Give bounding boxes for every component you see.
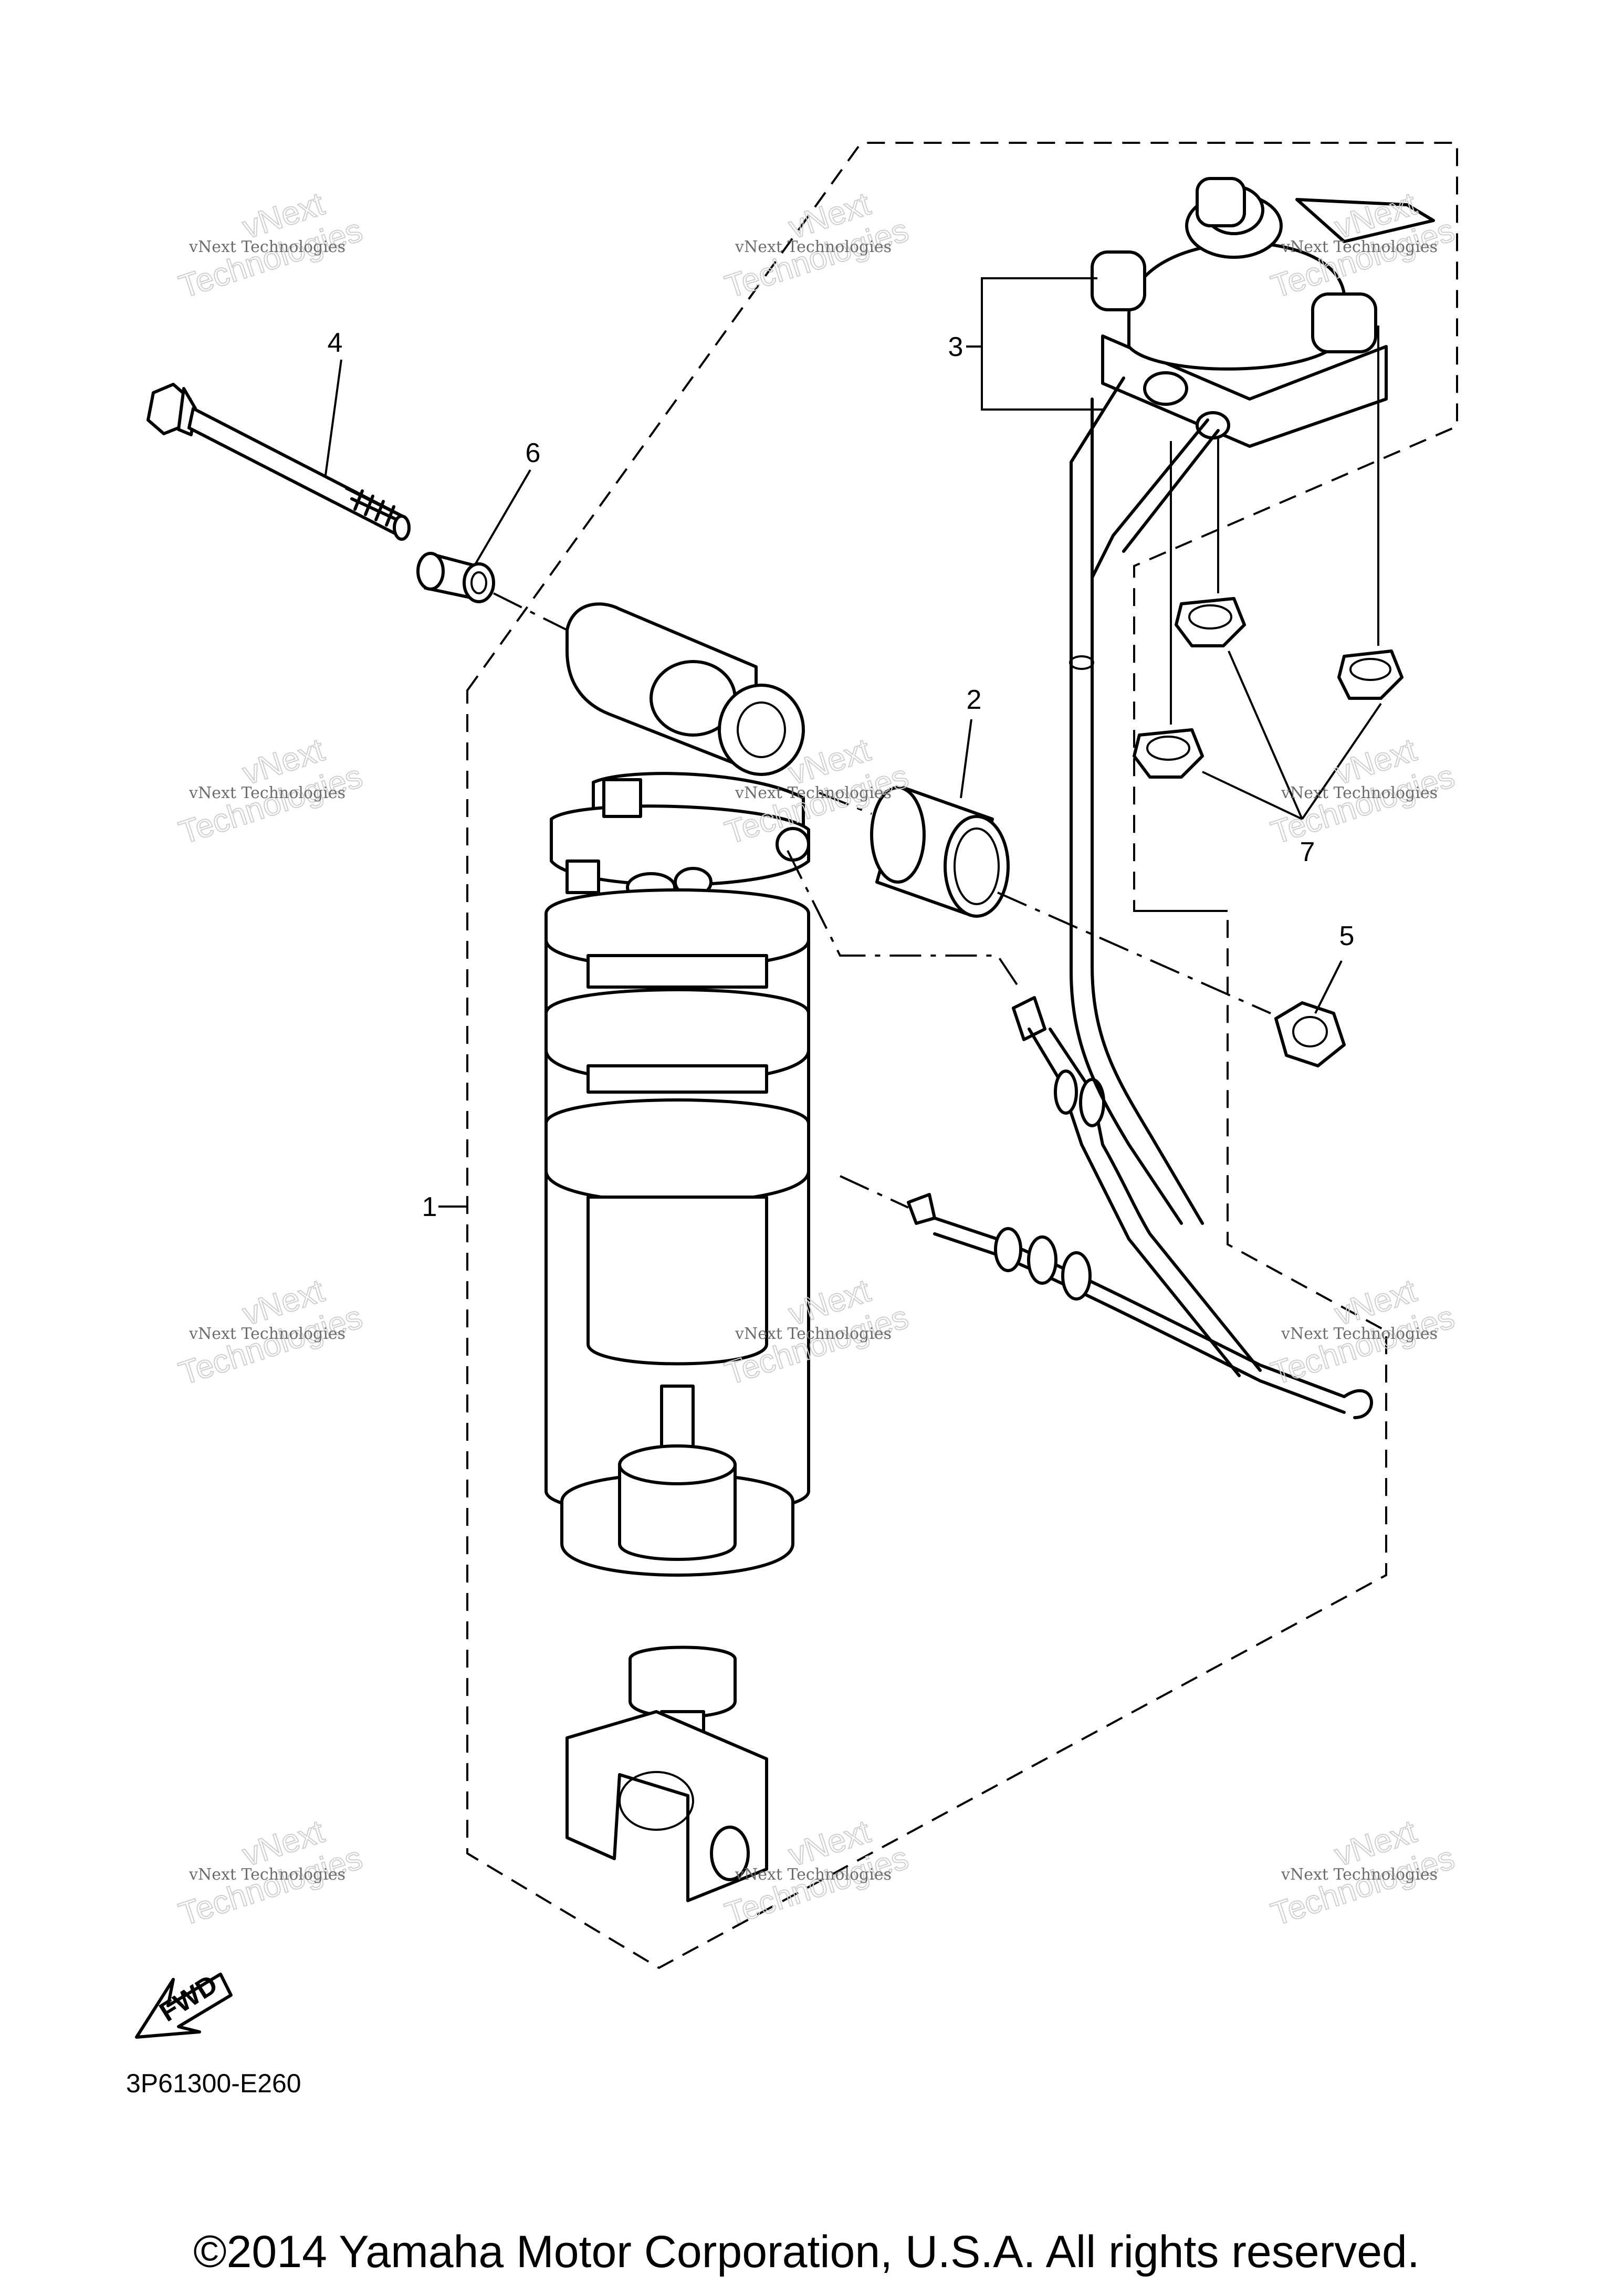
adjuster-cables (787, 660, 1373, 1419)
svg-text:vNext Technologies: vNext Technologies (735, 238, 892, 256)
svg-text:vNext Technologies: vNext Technologies (735, 1325, 892, 1343)
collar-part (416, 552, 495, 603)
svg-text:vNext Technologies: vNext Technologies (1281, 1865, 1438, 1884)
watermark: Technologies vNext vNext Technologies (1266, 185, 1460, 306)
shock-absorber-part (544, 602, 810, 1902)
grommet-2 (1337, 649, 1403, 700)
watermark: Technologies vNext vNext Technologies (174, 1272, 368, 1393)
leader-2 (960, 719, 972, 799)
svg-text:vNext Technologies: vNext Technologies (1281, 1325, 1438, 1343)
watermark: Technologies vNext vNext Technologies (174, 1813, 368, 1934)
callout-5: 5 (1339, 921, 1355, 951)
leader-collar-to-nut (819, 792, 1271, 1014)
watermark: Technologies vNext vNext Technologies (720, 185, 914, 306)
bolt-part (146, 383, 411, 541)
remote-adjuster-part (1069, 177, 1435, 670)
callout-3: 3 (948, 332, 963, 362)
callout-7: 7 (1300, 837, 1315, 867)
copyright-text: ©2014 Yamaha Motor Corporation, U.S.A. A… (193, 2227, 1420, 2277)
callout-1: 1 (422, 1192, 437, 1222)
watermark: Technologies vNext vNext Technologies (1266, 1272, 1460, 1393)
callout-6: 6 (526, 438, 541, 468)
svg-text:vNext Technologies: vNext Technologies (1281, 238, 1438, 256)
leader-4 (324, 359, 342, 476)
watermark: Technologies vNext vNext Technologies (174, 185, 368, 306)
fwd-arrow-icon: FWD (135, 1969, 233, 2039)
diagram-code: 3P61300-E260 (126, 2069, 301, 2098)
leader-5 (1314, 960, 1343, 1014)
nut-part (1274, 1001, 1346, 1067)
svg-text:vNext Technologies: vNext Technologies (188, 238, 345, 256)
grommet-parts (1133, 597, 1403, 779)
watermark: Technologies vNext vNext Technologies (1266, 731, 1460, 852)
grommet-guide-lines (1170, 326, 1379, 725)
grommet-1 (1175, 597, 1246, 647)
leader-bolt-to-shock (493, 592, 568, 631)
watermarks: Technologies vNext vNext Technologies Te… (174, 185, 1460, 1934)
callout-4: 4 (328, 328, 343, 358)
callout-2: 2 (967, 685, 982, 715)
watermark: Technologies vNext vNext Technologies (1266, 1813, 1460, 1934)
large-collar-part (870, 786, 1010, 918)
svg-text:vNext Technologies: vNext Technologies (735, 784, 892, 802)
svg-text:vNext Technologies: vNext Technologies (188, 1865, 345, 1884)
svg-text:vNext Technologies: vNext Technologies (188, 1325, 345, 1343)
watermark: Technologies vNext vNext Technologies (174, 731, 368, 852)
assembly-boundary-main (466, 142, 1458, 1969)
leader-7 (1202, 651, 1382, 820)
grommet-3 (1133, 728, 1204, 779)
svg-text:vNext Technologies: vNext Technologies (1281, 784, 1438, 802)
svg-text:vNext Technologies: vNext Technologies (735, 1865, 892, 1884)
svg-text:vNext Technologies: vNext Technologies (188, 784, 345, 802)
bracket-callout-3 (966, 277, 1103, 411)
leader-6 (474, 469, 531, 565)
